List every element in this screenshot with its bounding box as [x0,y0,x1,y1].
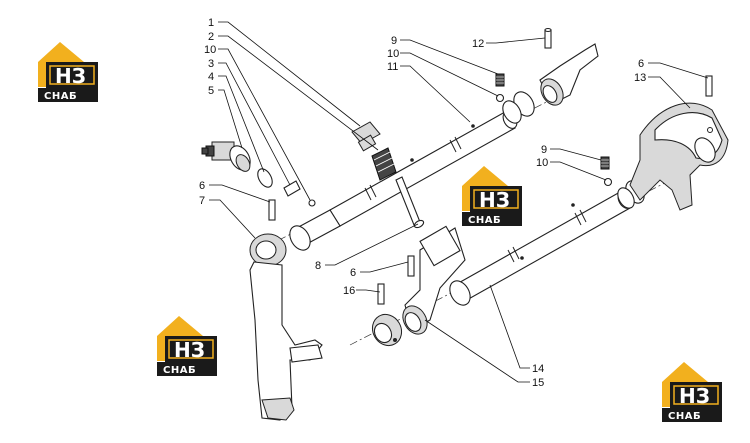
ball-10-lower [603,177,613,187]
switch-5 [201,141,251,172]
logo-bottom-right: НЗ СНАБ [662,362,722,422]
collar-16 [371,313,403,347]
plug-1 [351,121,381,152]
callout-8: 8 [315,260,321,272]
pin-6-upper-right [705,75,713,97]
callout-9: 9 [391,35,397,47]
interlock-rod-8 [395,176,425,229]
callout-13: 13 [634,72,646,84]
shift-fork-7 [249,233,323,421]
callout-6: 6 [638,58,644,70]
callout-1: 1 [208,17,214,29]
shift-fork-13 [629,102,729,211]
ball-10-upper [495,93,505,103]
selector-finger-12 [539,43,599,106]
logo-big-text: НЗ [55,64,86,88]
pin-6-lower [407,255,415,277]
logo-big-text: НЗ [174,338,205,362]
callout-12: 12 [472,38,484,50]
callout-5: 5 [208,85,214,97]
callout-7: 7 [199,195,205,207]
logo-bottom-left: НЗ СНАБ [157,316,217,376]
logo-small-text: СНАБ [44,91,77,102]
callout-10: 10 [204,44,216,56]
callout-10: 10 [536,157,548,169]
leader-lines [209,21,709,383]
selector-lever-lower [402,225,466,335]
upper-shaft-collars [502,91,535,124]
plunger-3 [283,180,301,197]
logo-small-text: СНАБ [163,365,196,376]
logo-big-text: НЗ [479,188,510,212]
callout-14: 14 [532,363,544,375]
ball-10-left [308,199,316,207]
callout-6: 6 [199,180,205,192]
pin-6-left [268,199,276,221]
callout-4: 4 [208,71,214,83]
collar-fork-7 [289,225,311,251]
logo-small-text: СНАБ [468,215,501,226]
spring-2 [371,147,397,181]
logo-small-text: СНАБ [668,411,701,422]
callout-9: 9 [541,144,547,156]
washer-4 [257,168,273,188]
callout-10: 10 [387,48,399,60]
callout-16: 16 [343,285,355,297]
callout-2: 2 [208,31,214,43]
callout-3: 3 [208,58,214,70]
callout-6: 6 [350,267,356,279]
logo-top-left: НЗ СНАБ [38,42,98,102]
logo-center: НЗ СНАБ [462,166,522,226]
pin-16 [377,283,385,305]
logo-big-text: НЗ [679,384,710,408]
callout-11: 11 [387,61,398,73]
pin-12 [544,27,552,49]
spring-9-upper [495,73,505,87]
callout-15: 15 [532,377,544,389]
spring-9-lower [600,156,610,170]
